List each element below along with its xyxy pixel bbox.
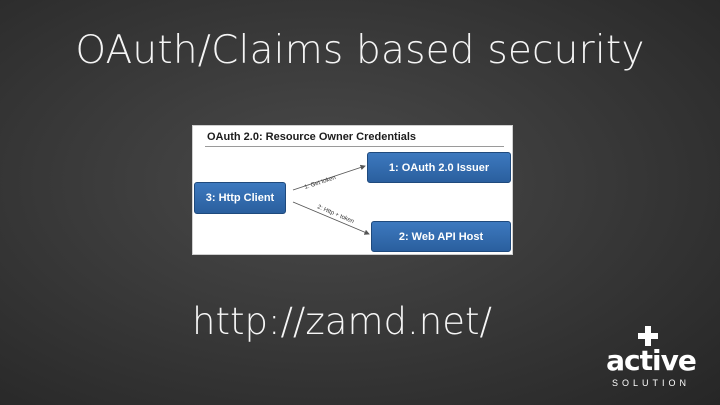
diagram-title: OAuth 2.0: Resource Owner Credentials [207, 131, 417, 143]
diagram-edges: 1: Get token 2: Http + token [292, 164, 370, 235]
logo-wordmark: active [606, 344, 697, 377]
logo-subtitle: SOLUTION [611, 378, 690, 388]
reference-url[interactable]: http://zamd.net/ [192, 300, 492, 343]
node-http-client: 3: Http Client [194, 182, 286, 214]
edge-label-get-token: 1: Get token [304, 175, 337, 191]
node-web-api-host: 2: Web API Host [371, 221, 511, 252]
oauth-diagram: OAuth 2.0: Resource Owner Credentials 1:… [192, 125, 513, 255]
company-logo: active SOLUTION [596, 326, 706, 388]
plus-icon [638, 326, 658, 346]
edge-get-token [292, 164, 366, 191]
slide-title: OAuth/Claims based security [75, 28, 645, 73]
edge-http-token [292, 201, 370, 235]
node-oauth-issuer: 1: OAuth 2.0 Issuer [367, 152, 511, 183]
edge-label-http-token: 2: Http + token [316, 204, 354, 225]
diagram-title-rule [205, 146, 504, 147]
